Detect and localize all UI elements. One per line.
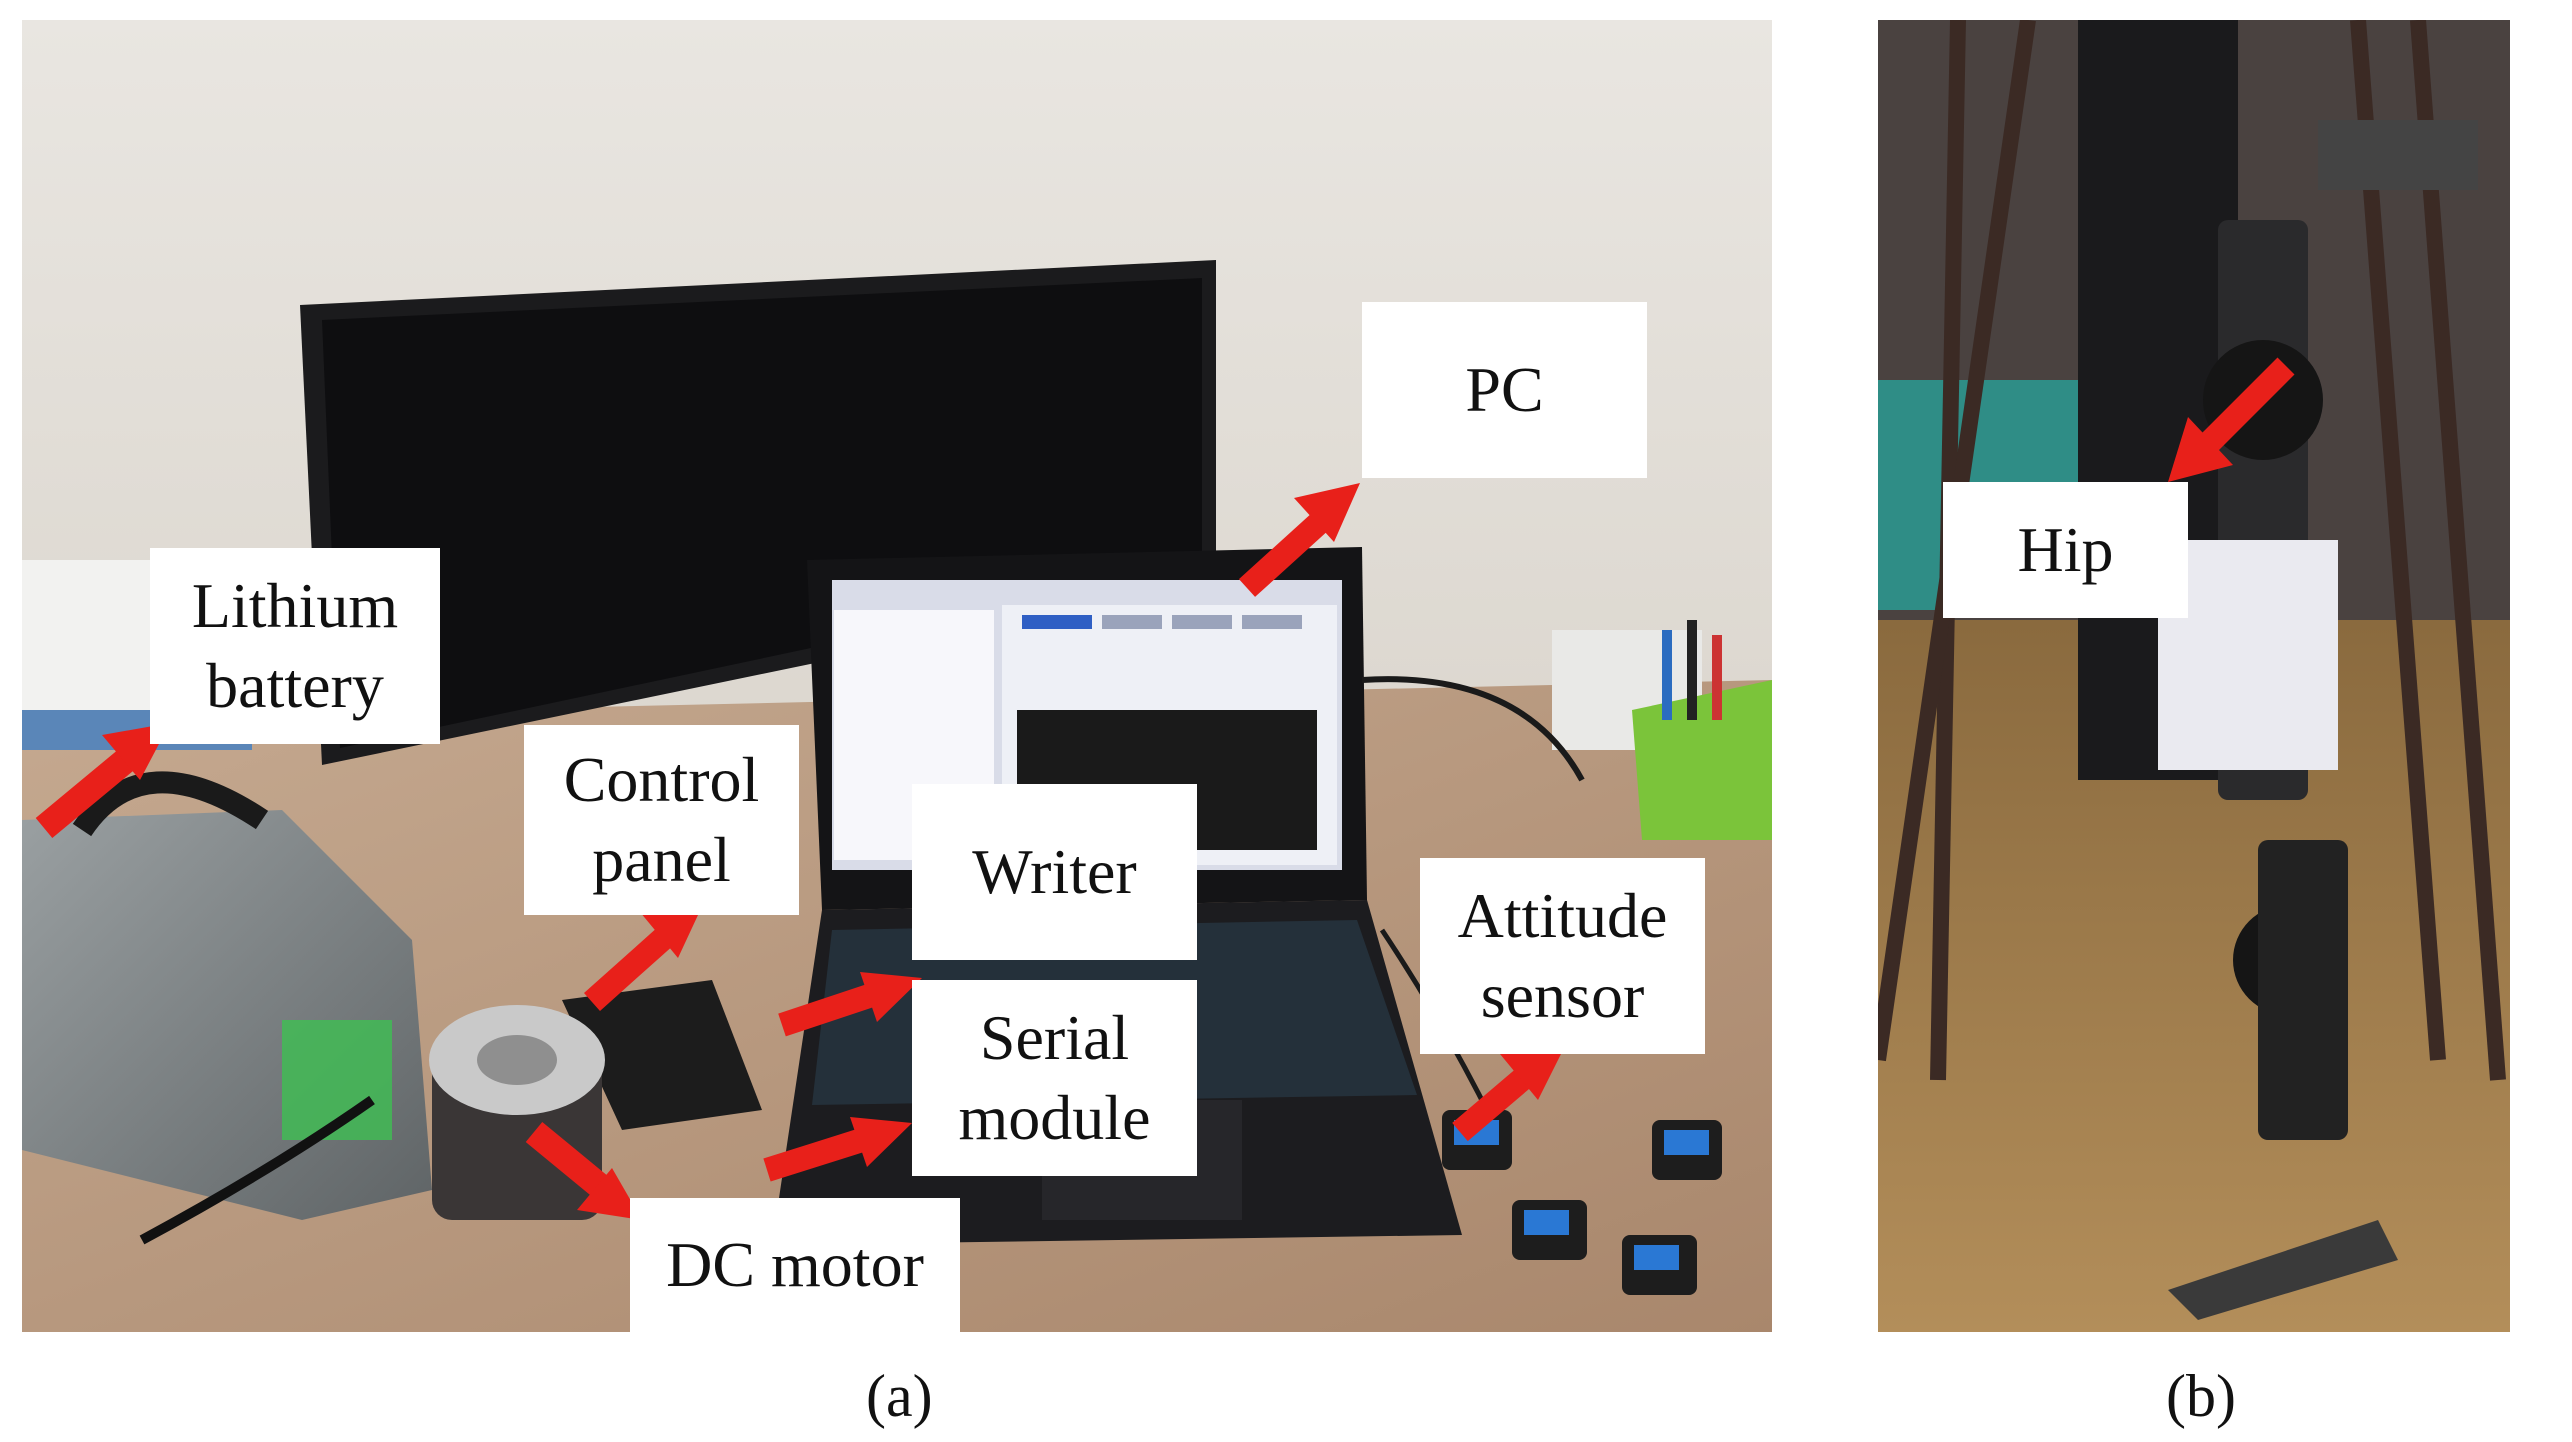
arrow-hip	[2199, 357, 2295, 453]
label-writer: Writer	[912, 784, 1197, 960]
arrow-control-panel	[584, 926, 675, 1011]
label-control-panel-line1: Control	[563, 744, 760, 815]
cable	[1361, 676, 1585, 782]
cable	[139, 1095, 375, 1245]
label-dc-motor-text: DC motor	[666, 1229, 924, 1300]
arrow-pc	[1238, 511, 1331, 597]
label-lithium-battery-line1: Lithium	[191, 570, 399, 641]
arrow-serial-module	[763, 1128, 866, 1182]
control-board	[562, 980, 762, 1130]
dc-motor	[429, 1005, 605, 1220]
pen-cup	[1632, 620, 1772, 840]
arrow-serial-module-head	[850, 1117, 912, 1167]
annotation-arrows-b	[2168, 357, 2295, 482]
label-attitude-sensor-line2: sensor	[1480, 960, 1645, 1031]
label-hip: Hip	[1943, 482, 2188, 618]
label-serial-module-line2: module	[958, 1082, 1151, 1153]
label-dc-motor: DC motor	[630, 1198, 960, 1332]
label-lithium-battery: Lithium battery	[150, 548, 440, 744]
label-pc-text: PC	[1465, 354, 1544, 425]
arrow-writer	[778, 983, 876, 1037]
arrow-lithium-battery	[35, 744, 141, 839]
arrow-hip-head	[2168, 417, 2233, 482]
photo-panel-b: Hip	[1878, 20, 2510, 1332]
label-attitude-sensor-line1: Attitude	[1457, 880, 1668, 951]
annotation-arrows	[35, 483, 1567, 1220]
exoskeleton-leg-scene	[1878, 20, 2510, 1332]
arrow-dc-motor-head	[577, 1168, 642, 1220]
label-control-panel-line2: panel	[592, 824, 731, 895]
label-writer-text: Writer	[972, 836, 1137, 907]
photo-panel-a: Lithium battery PC Control panel Writer …	[22, 20, 1772, 1332]
battery-bag	[22, 771, 432, 1220]
label-serial-module-line1: Serial	[979, 1002, 1130, 1073]
label-serial-module: Serial module	[912, 980, 1197, 1176]
arrow-attitude-sensor-head	[1500, 1042, 1567, 1100]
caption-a: (a)	[866, 1363, 933, 1429]
label-pc: PC	[1362, 302, 1647, 478]
caption-b: (b)	[2166, 1363, 2236, 1429]
arrow-dc-motor	[525, 1121, 611, 1199]
label-hip-text: Hip	[2017, 514, 2114, 585]
label-attitude-sensor: Attitude sensor	[1420, 858, 1705, 1054]
arrow-pc-head	[1294, 483, 1360, 542]
exoskeleton-leg	[2158, 120, 2478, 1320]
desktop-monitor	[300, 260, 1216, 765]
label-control-panel: Control panel	[524, 725, 799, 915]
arrow-writer-head	[860, 972, 922, 1022]
arrow-attitude-sensor	[1452, 1065, 1535, 1142]
attitude-sensors	[1442, 1110, 1722, 1295]
label-lithium-battery-line2: battery	[206, 650, 384, 721]
